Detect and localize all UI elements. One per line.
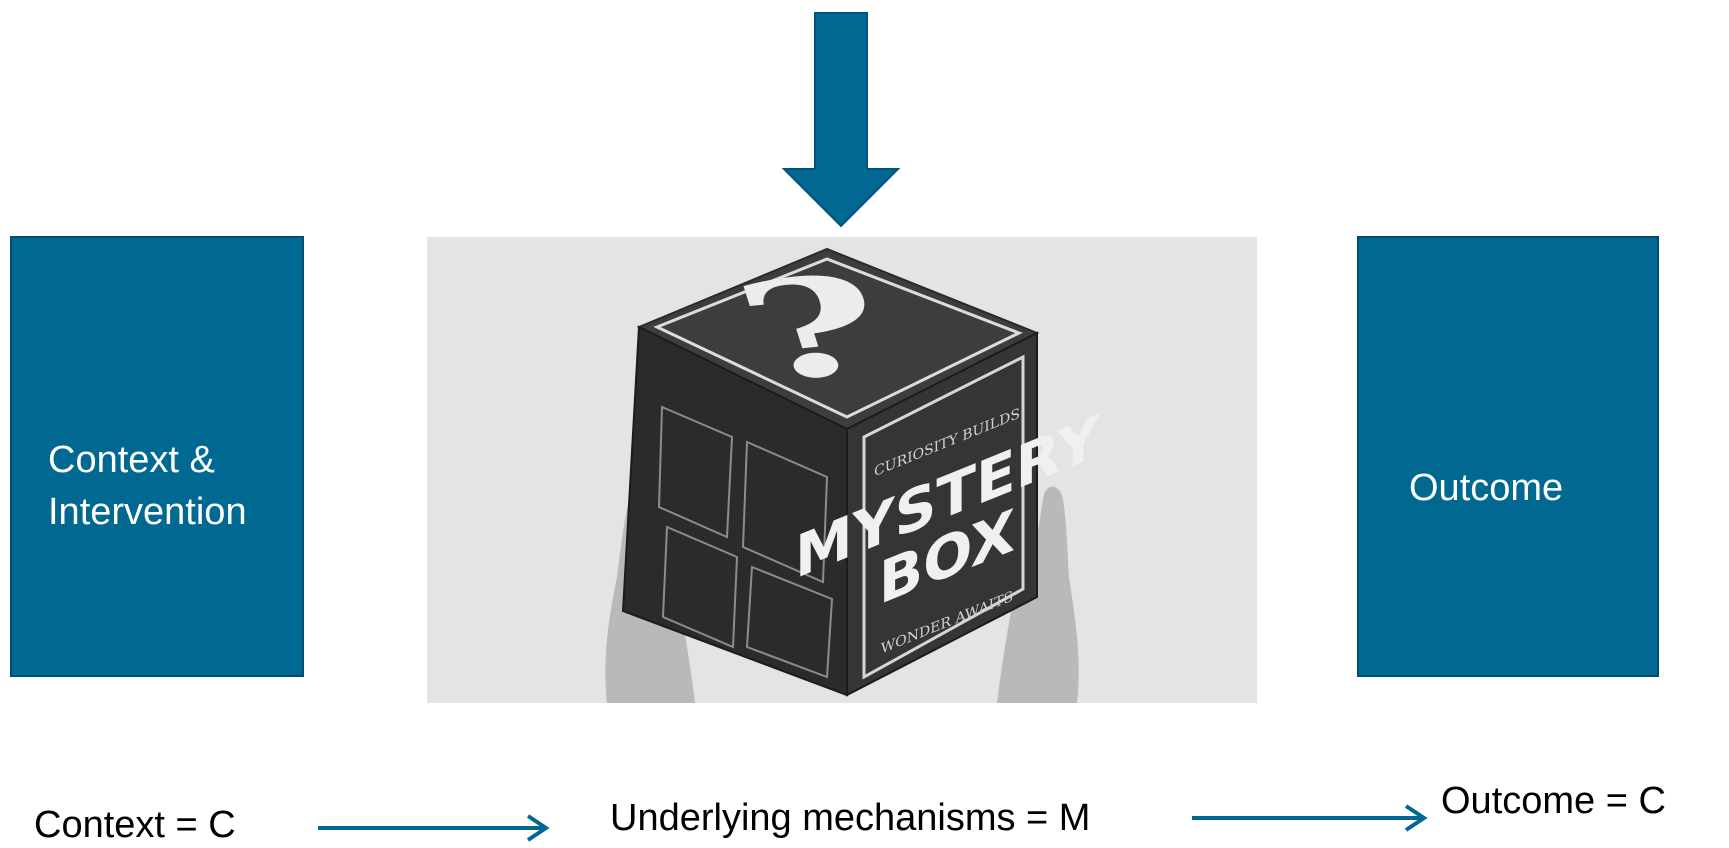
context-label-line1: Context & bbox=[48, 434, 247, 486]
context-intervention-box: Context & Intervention bbox=[10, 236, 304, 677]
mechanisms-caption: Underlying mechanisms = M bbox=[610, 797, 1090, 840]
down-arrow-icon bbox=[784, 13, 898, 226]
outcome-caption: Outcome = C bbox=[1441, 780, 1666, 823]
context-label-line2: Intervention bbox=[48, 486, 247, 538]
outcome-box-label: Outcome bbox=[1409, 462, 1563, 514]
right-arrow-icon bbox=[1192, 806, 1424, 830]
mystery-box-photo: ? CURIOSITY BUILDS MYSTERY BOX WONDER AW… bbox=[427, 237, 1257, 703]
context-caption: Context = C bbox=[34, 804, 236, 847]
outcome-box: Outcome bbox=[1357, 236, 1659, 677]
context-intervention-label: Context & Intervention bbox=[48, 434, 247, 538]
right-arrow-icon bbox=[318, 816, 546, 840]
